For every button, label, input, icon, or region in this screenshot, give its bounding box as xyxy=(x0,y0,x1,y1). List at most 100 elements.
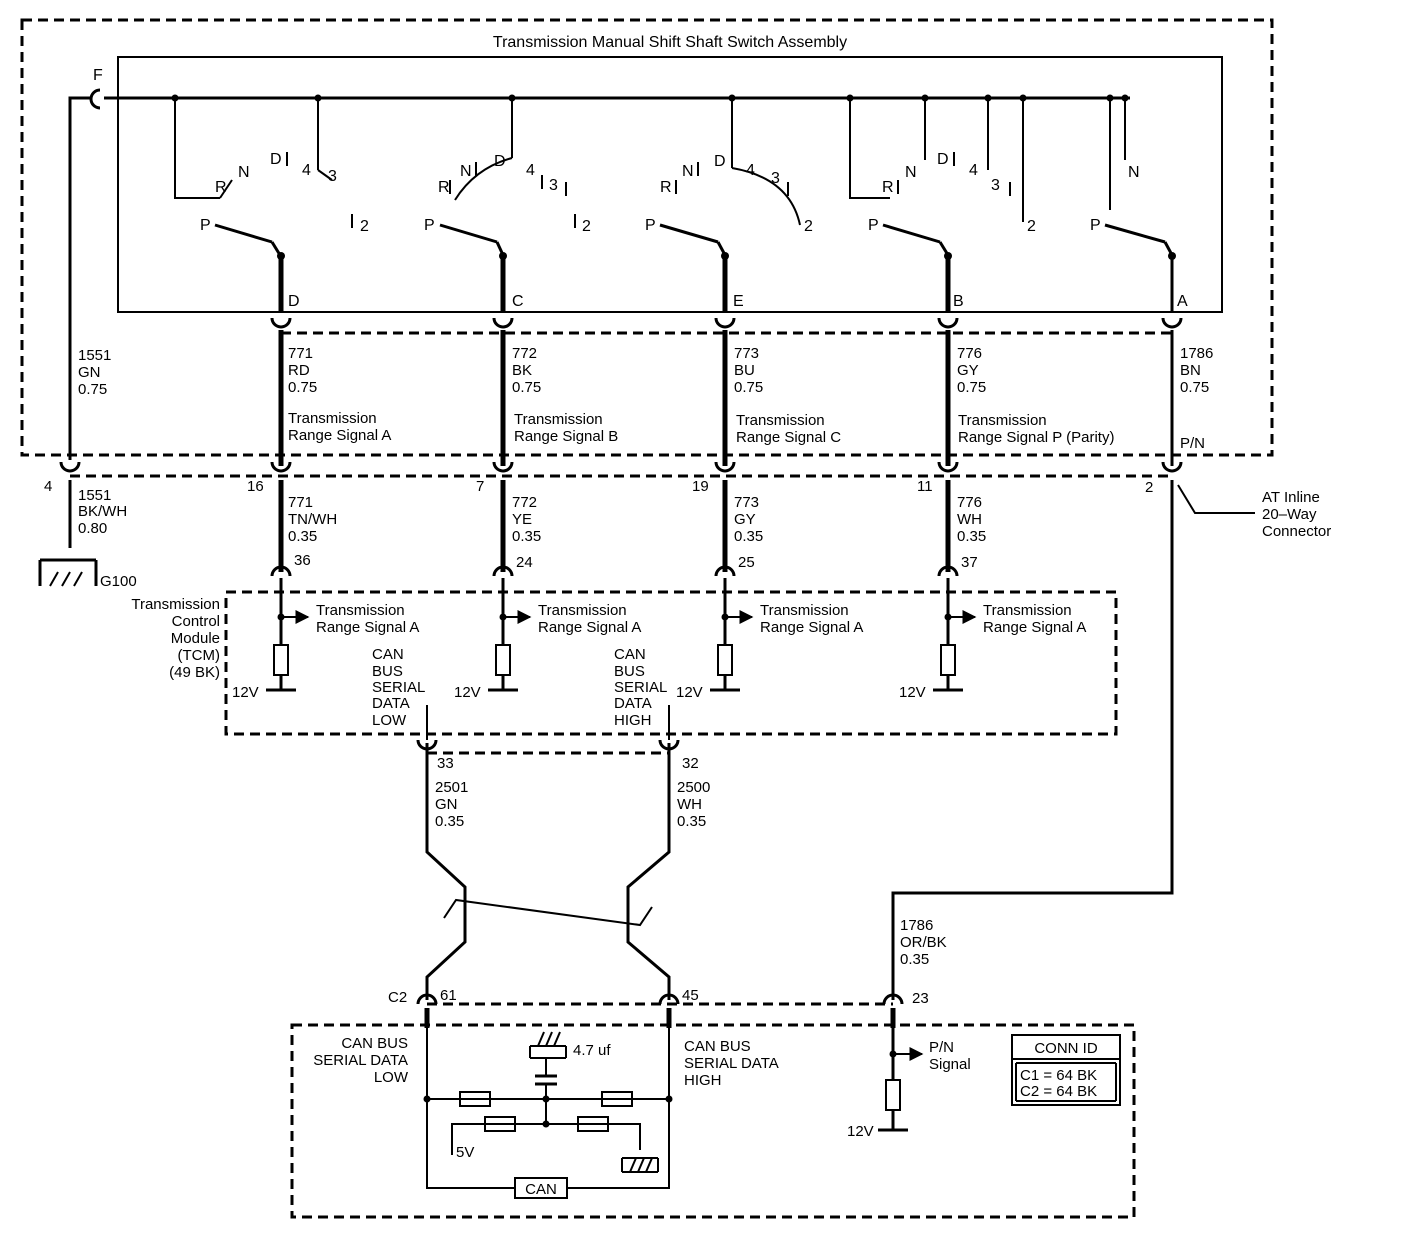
svg-text:CAN BUS: CAN BUS xyxy=(341,1035,408,1052)
svg-text:Range Signal P (Parity): Range Signal P (Parity) xyxy=(958,429,1114,446)
svg-text:0.75: 0.75 xyxy=(1180,379,1209,396)
tcm-input-b: 24 Transmission Range Signal A 12V xyxy=(454,554,641,701)
svg-text:GY: GY xyxy=(957,362,979,379)
svg-text:Connector: Connector xyxy=(1262,523,1331,540)
svg-text:Transmission: Transmission xyxy=(958,412,1047,429)
svg-text:20–Way: 20–Way xyxy=(1262,506,1317,523)
svg-text:1786: 1786 xyxy=(1180,345,1213,362)
svg-text:R: R xyxy=(438,179,450,196)
svg-text:LOW: LOW xyxy=(372,712,407,729)
svg-text:D: D xyxy=(270,151,282,168)
svg-text:GY: GY xyxy=(734,511,756,528)
switch-4: P R N D 4 3 2 xyxy=(849,98,1036,256)
ground-g100: G100 xyxy=(38,558,137,590)
svg-text:0.35: 0.35 xyxy=(677,813,706,830)
svg-text:36: 36 xyxy=(294,552,311,569)
svg-text:23: 23 xyxy=(912,990,929,1007)
svg-text:776: 776 xyxy=(957,494,982,511)
svg-text:R: R xyxy=(215,179,227,196)
svg-text:BUS: BUS xyxy=(614,663,645,680)
svg-text:OR/BK: OR/BK xyxy=(900,934,947,951)
switch-1: P R N D 4 3 2 xyxy=(174,98,369,256)
svg-text:12V: 12V xyxy=(676,684,703,701)
svg-text:11: 11 xyxy=(917,478,933,495)
svg-text:12V: 12V xyxy=(454,684,481,701)
tcm-input-a: 36 Transmission Range Signal A 12V xyxy=(232,552,419,701)
svg-text:GN: GN xyxy=(78,364,101,381)
svg-text:32: 32 xyxy=(682,755,699,772)
svg-text:2501: 2501 xyxy=(435,779,468,796)
wire-label-772-lower: 772 YE 0.35 xyxy=(512,494,541,545)
svg-text:12V: 12V xyxy=(232,684,259,701)
svg-text:AT Inline: AT Inline xyxy=(1262,489,1320,506)
svg-text:1551: 1551 xyxy=(78,347,111,364)
assembly-title: Transmission Manual Shift Shaft Switch A… xyxy=(493,34,847,51)
svg-text:773: 773 xyxy=(734,494,759,511)
svg-text:BU: BU xyxy=(734,362,755,379)
svg-text:P/N: P/N xyxy=(929,1039,954,1056)
svg-text:Signal: Signal xyxy=(929,1056,971,1073)
svg-text:37: 37 xyxy=(961,554,978,571)
svg-text:R: R xyxy=(660,179,672,196)
svg-text:D: D xyxy=(714,153,726,170)
svg-text:1551: 1551 xyxy=(78,487,111,504)
svg-text:N: N xyxy=(905,164,917,181)
svg-text:4.7 uf: 4.7 uf xyxy=(573,1042,611,1059)
svg-text:GN: GN xyxy=(435,796,458,813)
svg-text:Transmission: Transmission xyxy=(288,410,377,427)
svg-text:2: 2 xyxy=(1027,218,1036,235)
svg-text:BK/WH: BK/WH xyxy=(78,503,127,520)
svg-text:CAN BUS: CAN BUS xyxy=(684,1038,751,1055)
svg-text:0.35: 0.35 xyxy=(734,528,763,545)
tcm-can-high-label: CAN BUS SERIAL DATA HIGH xyxy=(614,646,667,729)
svg-text:0.75: 0.75 xyxy=(734,379,763,396)
svg-text:SERIAL: SERIAL xyxy=(372,679,425,696)
conn-id-table: CONN ID C1 = 64 BK C2 = 64 BK xyxy=(1011,1034,1121,1106)
svg-text:N: N xyxy=(238,164,250,181)
svg-text:BK: BK xyxy=(512,362,532,379)
wire-label-1786-upper: 1786 BN 0.75 P/N xyxy=(1180,345,1213,452)
svg-text:2: 2 xyxy=(582,218,591,235)
module2-connector: C2 61 45 23 xyxy=(388,987,929,1007)
svg-text:P: P xyxy=(200,217,211,234)
svg-text:12V: 12V xyxy=(847,1123,874,1140)
module2-can-low-label: CAN BUS SERIAL DATA LOW xyxy=(313,1035,409,1086)
svg-text:3: 3 xyxy=(549,177,558,194)
svg-text:772: 772 xyxy=(512,345,537,362)
svg-text:5V: 5V xyxy=(456,1144,474,1161)
svg-text:0.75: 0.75 xyxy=(957,379,986,396)
switch-2: P R N D 4 3 2 xyxy=(424,98,591,256)
tcm-module: Transmission Control Module (TCM) (49 BK… xyxy=(131,552,1118,740)
svg-text:(TCM): (TCM) xyxy=(178,647,220,664)
svg-text:Transmission: Transmission xyxy=(316,602,405,619)
svg-text:2: 2 xyxy=(804,218,813,235)
svg-text:Control: Control xyxy=(172,613,220,630)
assembly-outer-dashed-box xyxy=(20,18,1274,457)
connector-f xyxy=(89,88,101,110)
svg-text:0.80: 0.80 xyxy=(78,520,107,537)
svg-text:SERIAL DATA: SERIAL DATA xyxy=(313,1052,408,1069)
svg-text:YE: YE xyxy=(512,511,532,528)
wire-label-1786-lower: 1786 OR/BK 0.35 xyxy=(900,917,947,968)
svg-text:45: 45 xyxy=(682,987,699,1004)
svg-text:2: 2 xyxy=(360,218,369,235)
tcm-input-p: 37 Transmission Range Signal A 12V xyxy=(899,554,1086,701)
wire-label-776-upper: 776 GY 0.75 Transmission Range Signal P … xyxy=(957,345,1114,446)
wire-label-773-upper: 773 BU 0.75 Transmission Range Signal C xyxy=(734,345,841,446)
svg-text:Transmission: Transmission xyxy=(538,602,627,619)
svg-text:LOW: LOW xyxy=(374,1069,409,1086)
module2-dashed-box xyxy=(290,1023,1136,1219)
svg-text:(49 BK): (49 BK) xyxy=(169,664,220,681)
svg-text:Range Signal A: Range Signal A xyxy=(316,619,419,636)
svg-text:Module: Module xyxy=(171,630,220,647)
svg-text:N: N xyxy=(460,163,472,180)
lower-wires xyxy=(68,480,951,572)
upper-wires xyxy=(278,330,1174,466)
svg-text:P/N: P/N xyxy=(1180,435,1205,452)
pin-label-b: B xyxy=(953,293,964,310)
svg-text:776: 776 xyxy=(957,345,982,362)
switch-3: P R N D 4 3 2 xyxy=(645,98,813,256)
switch-output-stubs xyxy=(277,252,1176,312)
svg-text:N: N xyxy=(1128,164,1140,181)
pin-label-d: D xyxy=(288,293,300,310)
